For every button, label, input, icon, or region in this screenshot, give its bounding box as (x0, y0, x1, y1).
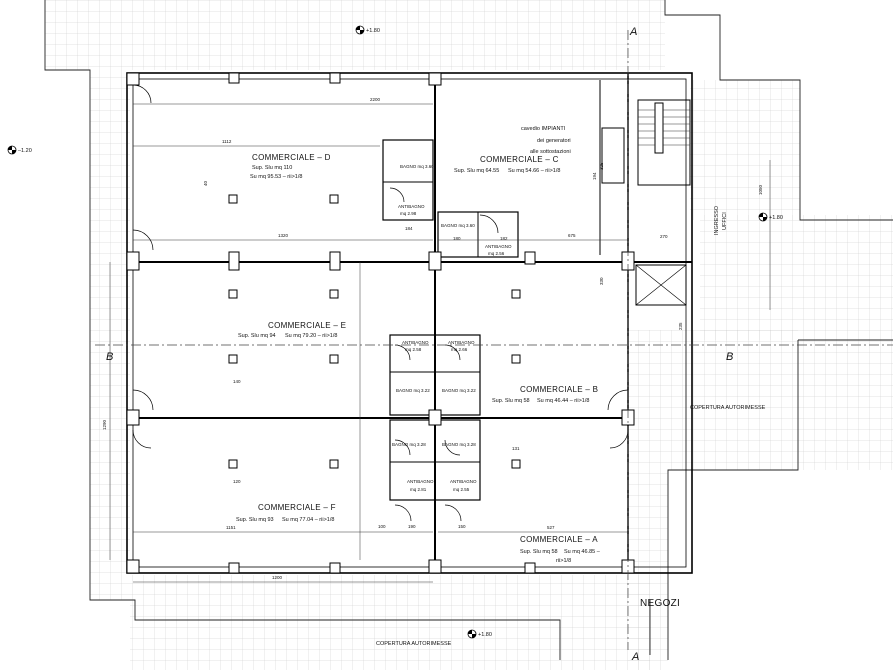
room-f-name: COMMERCIALE – F (258, 503, 336, 512)
level-marker-right: +1.80 (758, 212, 783, 222)
level-bottom-label: +1.80 (478, 632, 492, 638)
pillars (126, 72, 635, 574)
bagno-f-label: BAGNO mq 3.28 (392, 442, 426, 447)
terrace-grid (45, 0, 893, 670)
antibagno-c-label2: mq 2.56 (488, 251, 505, 256)
antibagno-f-label1: ANTIBAGNO (407, 479, 434, 484)
dim-235: 235 (678, 322, 683, 330)
dim-190: 190 (408, 524, 416, 529)
cavedio-line3: alle sottostazioni (530, 149, 571, 155)
dim-184: 184 (405, 226, 413, 231)
dim-d-top: 2200 (370, 97, 381, 102)
room-a-area: Sup. Slu mq 58 (520, 549, 558, 555)
antibagno-b-label2: mq 2.66 (451, 347, 468, 352)
room-e-area: Sup. Slu mq 94 (238, 333, 276, 339)
stair-treads (638, 109, 690, 146)
antibagno-c-label1: ANTIBAGNO (485, 244, 512, 249)
level-left-label: –1.20 (18, 148, 32, 154)
antibagno-a-label2: mq 2.55 (453, 487, 470, 492)
dim-180: 180 (453, 236, 461, 241)
dim-140: 140 (233, 379, 241, 384)
room-c-detail: Su mq 54.66 – rii>1/8 (508, 168, 560, 174)
bagno-b-label: BAGNO mq 3.22 (442, 388, 476, 393)
dim-left-v: 1290 (102, 419, 107, 430)
ingresso-line1: INGRESSO (714, 205, 720, 235)
dim-150: 150 (458, 524, 466, 529)
room-f-detail: Su mq 77.04 – rii>1/8 (282, 517, 334, 523)
cavedio-line1: cavedio IMPIANTI (521, 126, 566, 132)
dim-330: 330 (599, 277, 604, 285)
bagno-a-label: BAGNO mq 3.28 (442, 442, 476, 447)
room-a-ratio: rii>1/8 (556, 558, 571, 564)
outer-contours (44, 0, 893, 660)
antibagno-e-label1: ANTIBAGNO (402, 340, 429, 345)
door-swings (132, 84, 629, 522)
section-a-bottom: A (631, 651, 639, 663)
level-top-label: +1.80 (366, 28, 380, 34)
bagno-e-label: BAGNO mq 3.22 (396, 388, 430, 393)
dim-a-bottom: 527 (547, 525, 555, 530)
bagno-c-label: BAGNO mq 3.60 (441, 223, 475, 228)
room-b-name: COMMERCIALE – B (520, 385, 598, 394)
dim-f-bottom: 1151 (226, 525, 236, 530)
room-d-detail: Su mq 95.53 – rii>1/8 (250, 174, 302, 180)
dim-stair2: 325 (599, 162, 604, 170)
cavedio-line2: dei generatori (537, 138, 571, 144)
section-b-left: B (106, 351, 113, 363)
room-e-name: COMMERCIALE – E (268, 321, 346, 330)
dim-stair1: 270 (660, 234, 668, 239)
room-d-name: COMMERCIALE – D (252, 153, 331, 162)
dimension-lines (109, 103, 771, 583)
dim-d-left: 1112 (222, 139, 232, 144)
antibagno-a-label1: ANTIBAGNO (450, 479, 477, 484)
bagno-d-label: BAGNO mq 3.60 (400, 164, 434, 169)
antibagno-f-label2: mq 2.81 (410, 487, 427, 492)
room-b-area: Sup. Slu mq 58 (492, 398, 530, 404)
section-b-right: B (726, 351, 733, 363)
dim-d-mid: 1320 (278, 233, 289, 238)
room-c-name: COMMERCIALE – C (480, 155, 559, 164)
building-walls (126, 72, 693, 574)
level-marker-left: –1.20 (7, 145, 32, 155)
dim-131: 131 (512, 446, 520, 451)
copertura-bottom-label: COPERTURA AUTORIMESSE (376, 641, 452, 647)
ingresso-line2: UFFICI (722, 212, 728, 230)
antibagno-d-label2: mq 2.98 (400, 211, 417, 216)
room-a-name: COMMERCIALE – A (520, 535, 598, 544)
negozi-label: NEGOZI (640, 598, 680, 609)
section-lines (95, 30, 893, 650)
room-f-area: Sup. Slu mq 93 (236, 517, 274, 523)
dim-194: 194 (592, 172, 597, 180)
room-e-detail: Su mq 79.20 – rii>1/8 (285, 333, 337, 339)
dim-120: 120 (233, 479, 241, 484)
room-b-detail: Su mq 46.44 – rii>1/8 (537, 398, 589, 404)
room-c-area: Sup. Slu mq 64.55 (454, 168, 499, 174)
level-marker-bottom: +1.80 (467, 629, 492, 639)
room-d-area: Sup. Slu mq 110 (252, 165, 292, 171)
dim-c-top: 675 (568, 233, 576, 238)
dim-e-bottom: 1200 (272, 575, 283, 580)
section-a-top: A (629, 26, 637, 38)
level-right-label: +1.80 (769, 215, 783, 221)
dim-100: 100 (378, 524, 386, 529)
level-marker-top: +1.80 (355, 25, 380, 35)
dim-40: 40 (203, 180, 208, 186)
antibagno-b-label1: ANTIBAGNO (448, 340, 475, 345)
dim-182: 182 (500, 236, 508, 241)
antibagno-e-label2: mq 2.58 (405, 347, 422, 352)
copertura-right-label: COPERTURA AUTORIMESSE (690, 405, 766, 411)
dimension-labels: 2200 1112 1320 675 1200 1151 527 1050 12… (102, 97, 763, 580)
dim-right-v: 1050 (758, 184, 763, 195)
antibagno-d-label1: ANTIBAGNO (398, 204, 425, 209)
room-a-detail: Su mq 46.85 – (564, 549, 601, 555)
